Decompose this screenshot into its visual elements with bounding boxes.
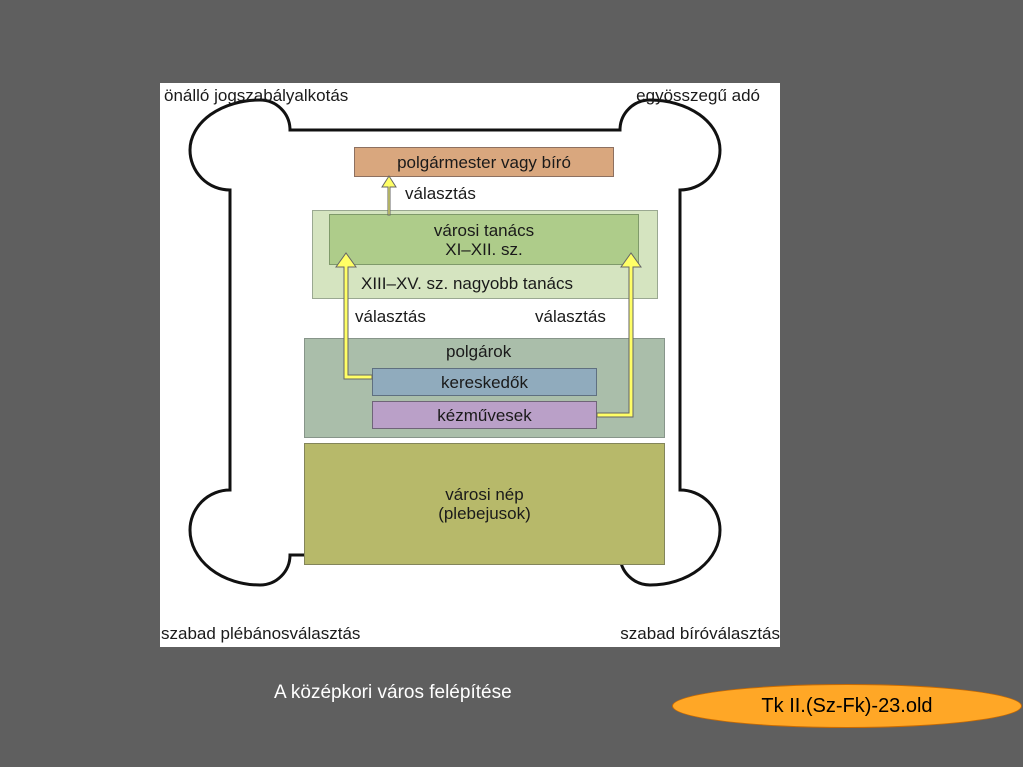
common-people-note: (plebejusok) [438, 504, 531, 523]
election-label-right: választás [535, 307, 606, 326]
arrow-merchants-to-council [335, 252, 373, 380]
election-arrows [335, 175, 642, 418]
common-people-label: városi nép [445, 485, 524, 504]
textbook-reference-label: Tk II.(Sz-Fk)-23.old [761, 694, 933, 717]
textbook-reference-badge: Tk II.(Sz-Fk)-23.old [672, 684, 1022, 728]
great-council-label: XIII–XV. sz. nagyobb tanács [361, 274, 574, 293]
city-council-period: XI–XII. sz. [445, 239, 523, 259]
corner-label-top-left: önálló jogszabályalkotás [164, 86, 349, 105]
corner-label-top-right: egyösszegű adó [636, 86, 760, 105]
common-people-box: városi nép (plebejusok) [304, 443, 665, 565]
craftsmen-box: kézművesek [372, 401, 597, 429]
arrow-craftsmen-to-council [596, 252, 642, 418]
mayor-box: polgármester vagy bíró [354, 147, 614, 177]
city-structure-diagram: önálló jogszabályalkotás egyösszegű adó … [160, 83, 780, 647]
slide-caption: A középkori város felépítése [274, 682, 512, 703]
city-council-box: városi tanács XI–XII. sz. [329, 214, 639, 265]
corner-label-bottom-right: szabad bíróválasztás [620, 624, 780, 643]
citizens-label: polgárok [446, 342, 512, 361]
corner-label-bottom-left: szabad plébánosválasztás [161, 624, 361, 643]
election-label-top: választás [405, 184, 476, 203]
city-council-label: városi tanács [433, 220, 535, 240]
election-label-left: választás [355, 307, 426, 326]
merchants-box: kereskedők [372, 368, 597, 396]
arrow-council-to-mayor [381, 175, 397, 216]
